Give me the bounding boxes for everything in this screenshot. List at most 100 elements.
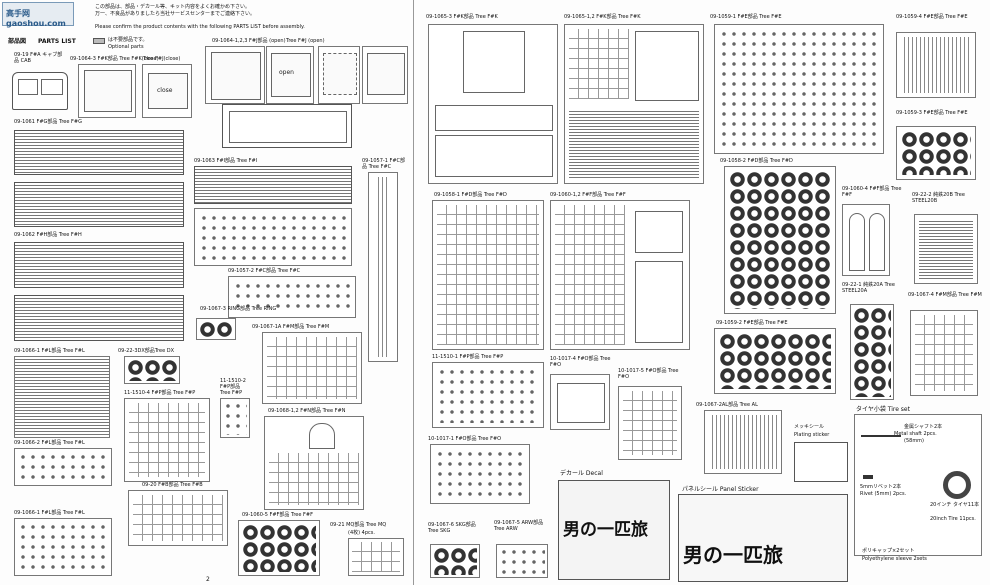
tree-skg xyxy=(430,544,480,578)
label-tree-l3: 09-1066-1 F#L部品 Tree F#L xyxy=(14,510,85,516)
label-tree-n: 09-1068-1,2 F#N部品 Tree F#N xyxy=(268,408,346,414)
label-tree-o3: 10-1017-1 F#O部品 Tree F#O xyxy=(428,436,502,442)
label-mq-note: (4枚) 4pcs. xyxy=(348,530,375,536)
tree-arw xyxy=(496,544,548,578)
tree-l3 xyxy=(14,518,112,576)
tree-o3 xyxy=(430,444,530,504)
plating-sticker xyxy=(794,442,848,482)
tree-e2 xyxy=(714,328,836,394)
header-jp-2: 万一、不良品がありましたら当社サービスセンターまでご連絡下さい。 xyxy=(95,11,256,17)
label-tree-j-close: Tree F#J(close) xyxy=(143,56,181,62)
label-rivet-jp: 5mmリベット2本 xyxy=(860,484,902,490)
tree-k2 xyxy=(564,24,704,184)
label-tree-d2: 09-1058-2 F#D部品 Tree F#D xyxy=(720,158,793,164)
label-plating-jp: メッキシール xyxy=(794,424,825,430)
watermark-logo: 高手网 gaoshou.com xyxy=(2,2,74,28)
label-tire-jp: 20インチ タイヤ11本 xyxy=(930,502,980,508)
label-tire-set: タイヤ小袋 Tire set xyxy=(856,406,910,413)
rivet-icon xyxy=(863,475,873,479)
label-tree-k1: 09-1065-3 F#K部品 Tree F#K xyxy=(426,14,498,20)
tree-m2 xyxy=(910,310,978,396)
label-tree-e1: 09-1059-1 F#E部品 Tree F#E xyxy=(710,14,782,20)
tree-o1 xyxy=(550,374,610,430)
tree-e3 xyxy=(896,126,976,180)
cab-part xyxy=(12,72,68,110)
tree-f2 xyxy=(550,200,690,350)
label-tree-m: 09-1067-1A F#M部品 Tree F#M xyxy=(252,324,330,330)
label-poly-en: Polyethylene sleeve 2sets xyxy=(862,556,927,562)
tree-c-vertical xyxy=(368,172,398,362)
tree-open-4 xyxy=(362,46,408,104)
label-tree-o2: 10-1017-5 F#O部品 Tree F#O xyxy=(618,368,679,380)
label-tree-k2: 09-1065-1,2 F#K部品 Tree F#K xyxy=(564,14,641,20)
left-page: 高手网 gaoshou.com この部品は、部品・デカール等、キット内容をよくお… xyxy=(0,0,414,585)
label-tree-k-close: 09-1064-3 F#K部品 Tree F#K(close) xyxy=(70,56,159,62)
optional-jp: は不要部品です。 xyxy=(108,37,148,43)
tree-mq xyxy=(348,538,404,576)
label-steel20b: 09-22-2 純鉄20B Tree STEEL20B xyxy=(912,192,965,204)
label-shaft-jp: 金属シャフト2本 xyxy=(904,424,943,430)
shaft-icon xyxy=(861,435,901,437)
label-tree-dx: 09-22-3DX部品Tree DX xyxy=(118,348,175,354)
decal-title: 男の一匹旅 xyxy=(563,520,648,540)
optional-swatch xyxy=(93,38,105,44)
tree-e4 xyxy=(896,32,976,98)
label-plating-en: Plating sticker xyxy=(794,432,830,438)
tree-g-panel xyxy=(14,130,184,175)
label-tree-e2: 09-1059-2 F#E部品 Tree F#E xyxy=(716,320,788,326)
label-tree-f: 09-1060-5 F#F部品 Tree F#F xyxy=(242,512,313,518)
label-tree-p-left: 11-1510-4 F#P部品 Tree F#P xyxy=(124,390,196,396)
label-tree-mq: 09-21 MQ部品 Tree MQ xyxy=(330,522,387,528)
label-tree-o1: 10-1017-4 F#O部品 Tree F#O xyxy=(550,356,611,368)
header-jp-1: この部品は、部品・デカール等、キット内容をよくお確かめ下さい。 xyxy=(95,4,251,10)
decal-sheet: 男の一匹旅 xyxy=(558,480,670,580)
label-tree-k-open: 09-1064-1,2,3 F#J部品 (open) xyxy=(212,38,286,44)
label-ring: 09-1067-3 RING部品 Tree RING xyxy=(200,306,277,312)
open-label: open xyxy=(279,69,294,76)
tree-l2 xyxy=(14,448,112,486)
label-tire-en: 20inch Tire 11pcs. xyxy=(930,516,976,522)
tree-open-1 xyxy=(205,46,265,104)
label-arw: 09-1067-5 ARW部品 Tree ARW xyxy=(494,520,544,532)
parts-list-title-jp: 部品図 xyxy=(8,38,27,45)
watermark-text: 高手网 gaoshou.com xyxy=(6,9,66,28)
label-tree-l2: 09-1066-2 F#L部品 Tree F#L xyxy=(14,440,85,446)
tree-al xyxy=(704,410,782,474)
tree-open-3 xyxy=(318,46,360,104)
label-tree-e4: 09-1059-4 F#E部品 Tree F#E xyxy=(896,14,968,20)
optional-en: Optional parts xyxy=(108,44,144,50)
tree-f xyxy=(238,520,320,576)
close-label: close xyxy=(157,87,173,94)
tree-h-panel xyxy=(14,242,184,288)
tree-dx xyxy=(124,356,180,384)
tree-j-close: close xyxy=(142,64,192,118)
header-en-1: Please confirm the product contents with… xyxy=(95,24,305,30)
tree-steel20a xyxy=(850,304,894,400)
tree-h-panel-2 xyxy=(14,295,184,341)
tree-k1 xyxy=(428,24,558,184)
label-tree-al: 09-1067-2AL部品 Tree AL xyxy=(696,402,758,408)
label-tree-e3: 09-1059-3 F#E部品 Tree F#E xyxy=(896,110,968,116)
tree-g-panel-2 xyxy=(14,182,184,227)
label-decal: デカール Decal xyxy=(560,470,603,477)
label-steel20a: 09-22-1 純鉄20A Tree STEEL20A xyxy=(842,282,895,294)
tree-i-parts xyxy=(194,208,352,266)
tree-l xyxy=(14,356,110,438)
label-tree-i: 09-1063 F#I部品 Tree F#I xyxy=(194,158,258,164)
sticker-title: 男の一匹旅 xyxy=(683,543,783,567)
label-tree-m2: 09-1067-4 F#M部品 Tree F#M xyxy=(908,292,982,298)
label-tree-p2: 11-1510-1 F#P部品 Tree F#P xyxy=(432,354,504,360)
tree-g-long-panel xyxy=(222,104,352,148)
parts-list-title-en: PARTS LIST xyxy=(38,38,76,45)
tire-set-box xyxy=(854,414,982,556)
tire-icon xyxy=(943,471,971,499)
label-tree-f4: 09-1060-4 F#F部品 Tree F#F xyxy=(842,186,902,198)
tree-e1 xyxy=(714,24,884,154)
tree-m xyxy=(262,332,362,404)
tree-p-small xyxy=(220,398,250,438)
tree-b xyxy=(128,490,228,546)
label-panel-sticker: パネルシール Panel Sticker xyxy=(682,486,759,493)
label-skg: 09-1067-6 SKG部品 Tree SKG xyxy=(428,522,476,534)
label-tree-j-open: Tree F#J (open) xyxy=(286,38,325,44)
tree-f4 xyxy=(842,204,890,276)
